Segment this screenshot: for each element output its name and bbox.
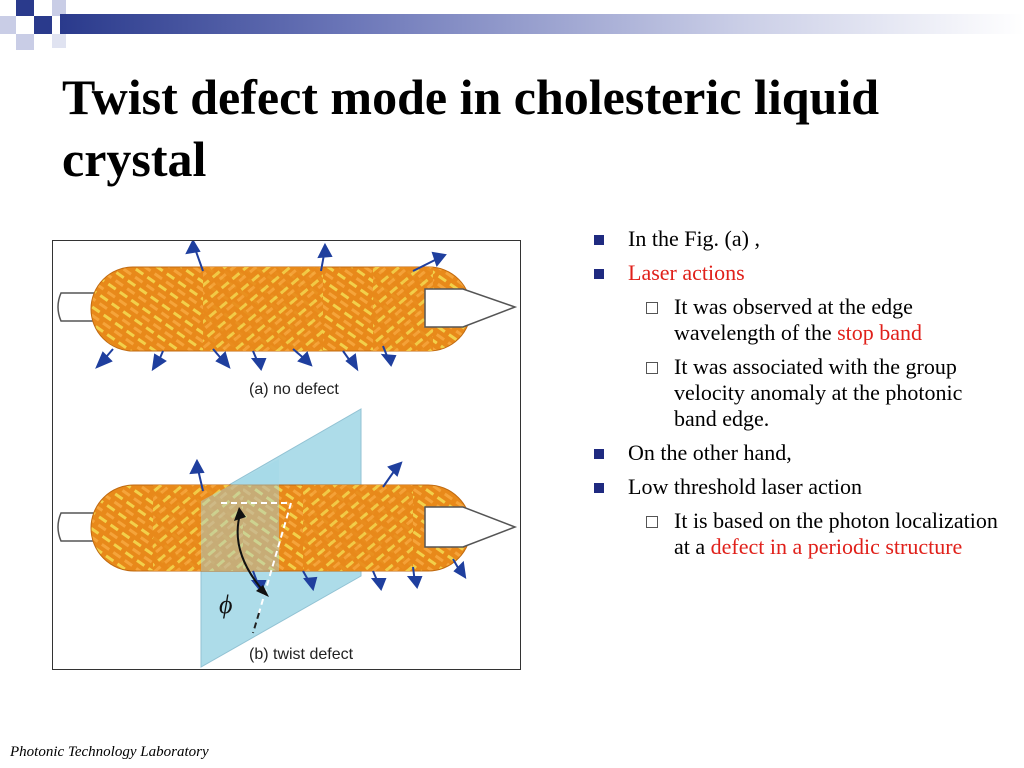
twist-defect-diagram: ϕ (b) twist defect	[57, 408, 518, 668]
square-bullet-icon	[594, 269, 604, 279]
bullet-item: Laser actions	[590, 260, 1000, 286]
angle-phi-label: ϕ	[219, 590, 232, 619]
hollow-square-bullet-icon	[646, 302, 658, 314]
square-bullet-icon	[594, 483, 604, 493]
sub-bullet-item: It was associated with the group velocit…	[590, 354, 1000, 432]
sub-bullet-text: It is based on the photon localization a…	[674, 508, 998, 559]
bullet-text: Low threshold laser action	[628, 474, 862, 499]
emphasis-text: defect in a periodic structure	[710, 534, 963, 559]
square-bullet-icon	[594, 449, 604, 459]
sub-bullet-item: It was observed at the edge wavelength o…	[590, 294, 1000, 346]
bullet-text: In the Fig. (a) ,	[628, 226, 760, 251]
title-accent-bar	[60, 14, 1024, 34]
hollow-square-bullet-icon	[646, 362, 658, 374]
sub-bullet-text: It was observed at the edge wavelength o…	[674, 294, 913, 345]
sub-bullet-item: It is based on the photon localization a…	[590, 508, 1000, 560]
label-no-defect: (a) no defect	[249, 381, 339, 398]
cholesteric-figure: (a) no defect	[52, 240, 521, 670]
slide-title: Twist defect mode in cholesteric liquid …	[62, 69, 880, 187]
hollow-square-bullet-icon	[646, 516, 658, 528]
square-bullet-icon	[594, 235, 604, 245]
bullet-item: In the Fig. (a) ,	[590, 226, 1000, 252]
bullet-list: In the Fig. (a) , Laser actions It was o…	[590, 226, 1000, 568]
label-twist-defect: (b) twist defect	[249, 646, 354, 663]
sub-bullet-text: It was associated with the group velocit…	[674, 354, 963, 431]
bullet-text: On the other hand,	[628, 440, 792, 465]
figure-illustration: (a) no defect	[57, 241, 518, 668]
corner-decoration	[0, 0, 66, 50]
bullet-item: Low threshold laser action	[590, 474, 1000, 500]
emphasis-text: stop band	[837, 320, 923, 345]
footer-lab-name: Photonic Technology Laboratory	[10, 744, 209, 760]
bullet-item: On the other hand,	[590, 440, 1000, 466]
bullet-text: Laser actions	[628, 260, 745, 285]
no-defect-diagram: (a) no defect	[57, 241, 518, 398]
